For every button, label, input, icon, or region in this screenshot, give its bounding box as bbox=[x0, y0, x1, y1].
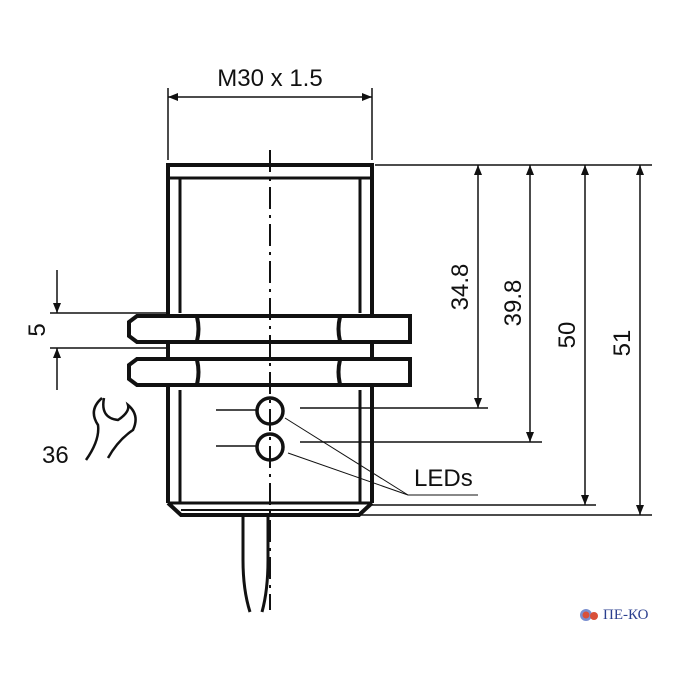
dimension-50: 50 bbox=[554, 322, 581, 349]
leds-label: LEDs bbox=[414, 465, 473, 492]
gear-icon bbox=[580, 609, 598, 621]
wrench-icon bbox=[84, 397, 137, 461]
length-dimensions bbox=[300, 164, 652, 516]
thread-label: M30 x 1.5 bbox=[217, 65, 322, 92]
cable bbox=[241, 515, 270, 613]
wrench-size-label: 36 bbox=[42, 442, 69, 469]
nut-thickness-dimension bbox=[50, 270, 170, 390]
logo-text: ПЕ-КО bbox=[603, 606, 649, 623]
thread-dimension bbox=[167, 88, 373, 160]
led-indicators bbox=[216, 396, 478, 496]
nut-thickness-label: 5 bbox=[24, 323, 51, 336]
dimension-51: 51 bbox=[609, 330, 636, 357]
company-logo: ПЕ-КО bbox=[578, 606, 648, 624]
dimension-34-8: 34.8 bbox=[447, 264, 474, 311]
dimension-39-8: 39.8 bbox=[500, 280, 527, 327]
